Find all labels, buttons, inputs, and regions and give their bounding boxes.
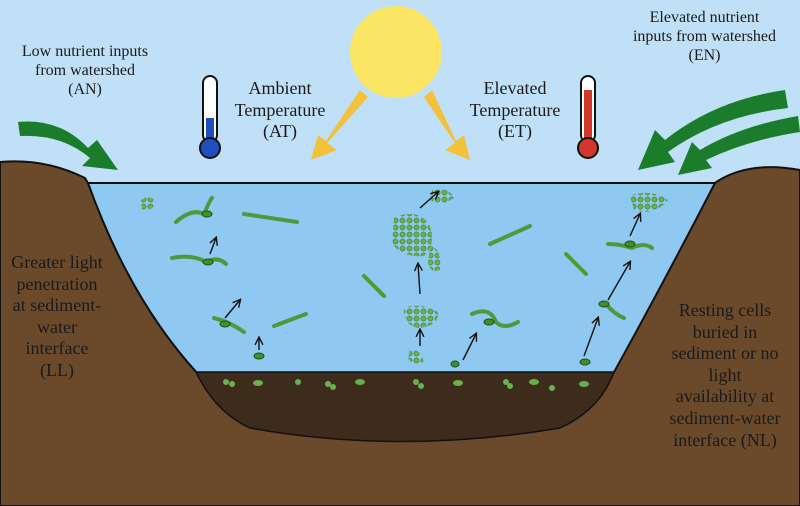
sun-icon [350, 6, 442, 98]
hot-thermometer-icon [578, 76, 598, 158]
